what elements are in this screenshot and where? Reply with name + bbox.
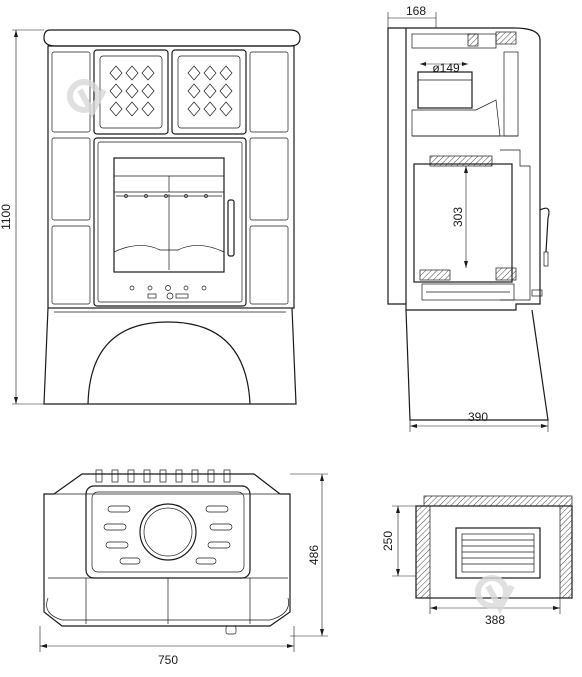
air-controls xyxy=(129,285,207,300)
flue-diameter-label: ø149 xyxy=(432,61,460,75)
firebox-height-label: 303 xyxy=(451,207,465,227)
top-offset-label: 168 xyxy=(406,4,426,18)
vent-slots xyxy=(103,505,233,565)
front-view: 1100 xyxy=(0,29,301,405)
firebox-plan-view: 250 388 xyxy=(381,495,573,627)
firebox-depth-label: 250 xyxy=(381,531,395,551)
door-handle xyxy=(227,199,235,257)
depth-label: 390 xyxy=(468,410,488,424)
diamond-pattern-left xyxy=(109,65,155,117)
width-label: 750 xyxy=(158,653,178,667)
height-label: 1100 xyxy=(0,204,13,230)
diamond-pattern-right xyxy=(187,65,233,117)
watermark-logo xyxy=(67,79,515,615)
top-plan-view: 750 486 xyxy=(39,469,328,667)
plan-depth-label: 486 xyxy=(307,545,321,565)
firebox-width-label: 388 xyxy=(485,613,505,627)
side-section-view: ø149 303 168 390 xyxy=(387,4,550,432)
